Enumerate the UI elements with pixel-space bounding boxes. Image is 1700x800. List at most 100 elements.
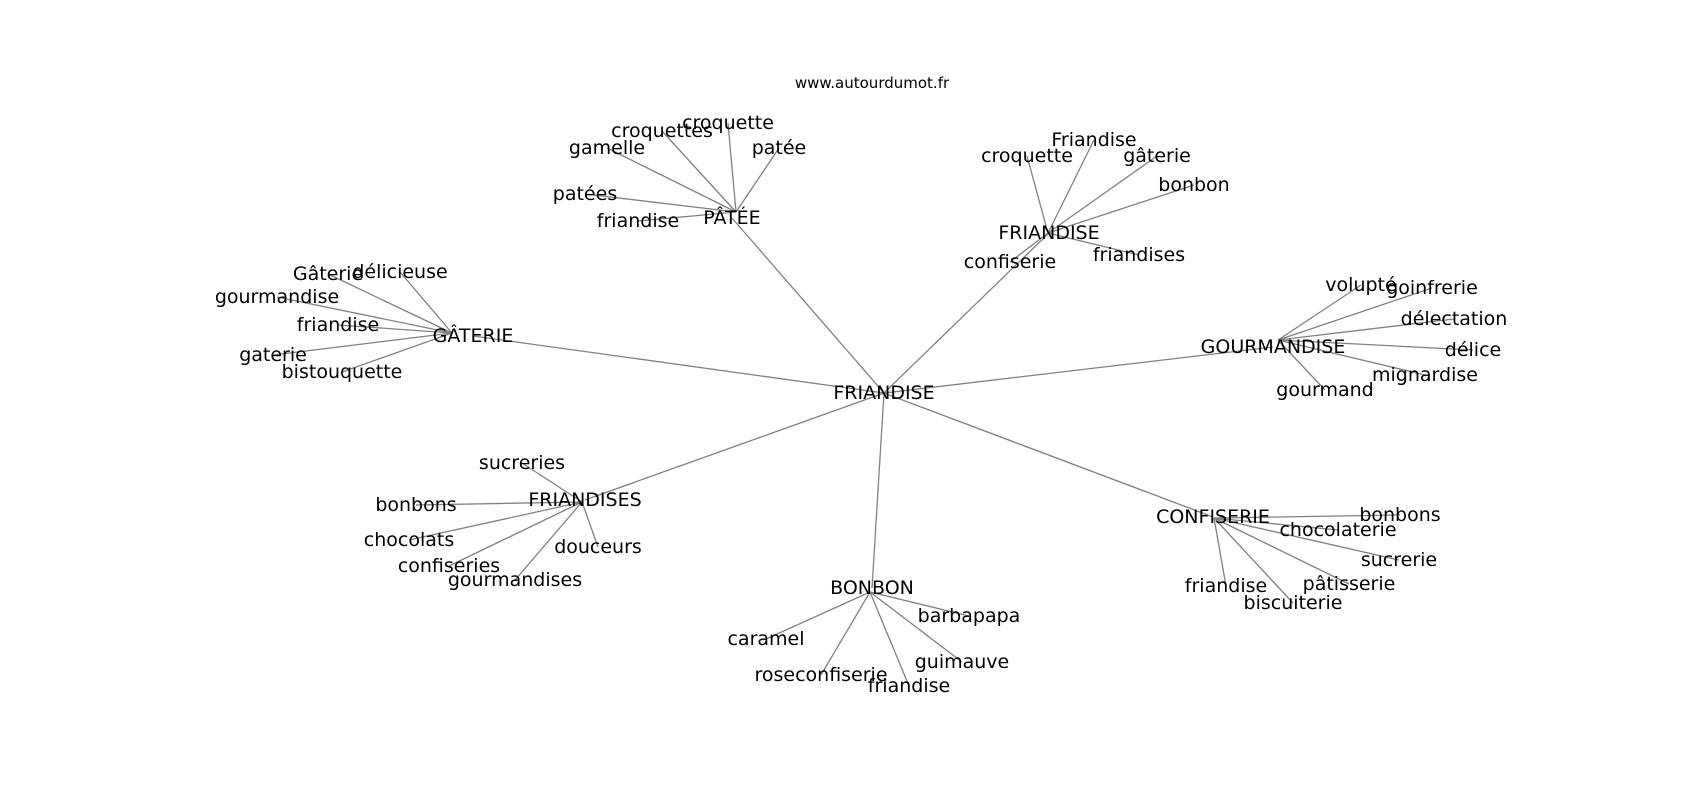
- edge-gourmandise-to-gourmand: [1277, 339, 1326, 391]
- leaf-node-delectation: délectation: [1401, 308, 1508, 330]
- leaf-node-volupte: volupté: [1325, 274, 1396, 296]
- edge-friandise-to-friandise: [1047, 139, 1095, 234]
- leaf-node-patee: patée: [752, 137, 807, 159]
- edge-friandise-to-gaterie: [1047, 155, 1158, 234]
- edge-friandise-to-bonbon: [1047, 184, 1195, 234]
- edge-friandise-to-croquette: [1026, 155, 1049, 234]
- edge-friandises-to-gourmandises: [514, 501, 583, 581]
- leaf-node-gourmandises: gourmandises: [448, 569, 582, 591]
- edge-gaterie-to-gaterie: [272, 332, 453, 356]
- edge-patee-to-croquettes: [661, 130, 737, 213]
- leaf-node-roseconfiserie: roseconfiserie: [754, 664, 887, 686]
- edge-gaterie-to-delicieuse: [399, 271, 453, 334]
- edge-gaterie-to-bistouquette: [341, 332, 453, 373]
- edge-bonbon-to-barbapapa: [869, 591, 970, 617]
- edge-friandises-to-bonbons: [415, 501, 583, 506]
- leaf-node-sucreries: sucreries: [479, 452, 565, 474]
- leaf-node-gourmandise: gourmandise: [215, 286, 339, 308]
- edge-gaterie-to-gaterie: [327, 273, 453, 334]
- edge-bonbon-to-guimauve: [869, 591, 963, 663]
- leaf-node-delice: délice: [1445, 339, 1501, 361]
- graph-edges: [272, 122, 1474, 687]
- edge-root-to-gourmandise: [883, 346, 1274, 394]
- leaf-node-guimauve: guimauve: [915, 651, 1010, 673]
- edge-friandises-to-confiseries: [448, 501, 583, 567]
- leaf-node-bonbon: bonbon: [1158, 174, 1229, 196]
- leaf-node-confiseries: confiseries: [398, 555, 500, 577]
- edge-root-to-bonbon: [871, 392, 885, 589]
- edge-friandise-to-confiserie: [1009, 232, 1049, 263]
- leaf-node-croquette: croquette: [981, 145, 1073, 167]
- hub-node-friandise: FRIANDISE: [998, 222, 1099, 244]
- edge-patee-to-gamelle: [606, 147, 737, 213]
- leaf-node-gaterie: gaterie: [239, 344, 307, 366]
- edge-bonbon-to-roseconfiserie: [820, 591, 871, 676]
- edge-confiserie-to-biscuiterie: [1213, 517, 1294, 604]
- edge-root-to-friandise: [883, 232, 1050, 394]
- edge-gourmandise-to-delice: [1277, 339, 1474, 351]
- leaf-node-chocolats: chocolats: [364, 529, 454, 551]
- leaf-node-bonbons: bonbons: [375, 494, 456, 516]
- leaf-node-friandises: friandises: [1093, 244, 1185, 266]
- source-watermark: www.autourdumot.fr: [795, 74, 950, 92]
- graph-labels: FRIANDISEPÂTÉEcroquettecroquettesgamelle…: [215, 112, 1507, 697]
- leaf-node-chocolaterie: chocolaterie: [1279, 519, 1396, 541]
- edge-patee-to-patees: [584, 193, 737, 213]
- edge-confiserie-to-friandise: [1213, 517, 1227, 587]
- leaf-node-bistouquette: bistouquette: [282, 361, 403, 383]
- leaf-node-caramel: caramel: [727, 628, 804, 650]
- leaf-node-douceurs: douceurs: [554, 536, 642, 558]
- edge-gaterie-to-gourmandise: [276, 296, 453, 334]
- leaf-node-mignardise: mignardise: [1372, 364, 1478, 386]
- leaf-node-bonbons: bonbons: [1359, 504, 1440, 526]
- leaf-node-confiserie: confiserie: [964, 251, 1056, 273]
- leaf-node-friandise: friandise: [868, 675, 950, 697]
- edge-gourmandise-to-mignardise: [1277, 339, 1426, 376]
- leaf-node-gourmand: gourmand: [1276, 379, 1373, 401]
- edge-patee-to-patee: [735, 147, 780, 213]
- edge-gaterie-to-friandise: [337, 324, 453, 334]
- edge-friandises-to-chocolats: [408, 501, 583, 541]
- leaf-node-friandise: friandise: [597, 210, 679, 232]
- edge-gourmandise-to-volupte: [1277, 284, 1362, 341]
- leaf-node-croquettes: croquettes: [611, 120, 713, 142]
- leaf-node-patisserie: pâtisserie: [1303, 573, 1396, 595]
- hub-node-patee: PÂTÉE: [703, 206, 760, 229]
- hub-node-gourmandise: GOURMANDISE: [1201, 336, 1346, 358]
- leaf-node-friandise: friandise: [297, 314, 379, 336]
- leaf-node-patees: patées: [553, 183, 617, 205]
- edge-confiserie-to-chocolaterie: [1213, 517, 1339, 531]
- edge-root-to-patee: [731, 217, 885, 394]
- edge-gourmandise-to-delectation: [1277, 318, 1455, 341]
- leaf-node-croquette: croquette: [682, 112, 774, 134]
- edge-confiserie-to-sucrerie: [1213, 517, 1400, 561]
- edge-root-to-gaterie: [472, 335, 885, 394]
- leaf-node-gaterie: Gâterie: [293, 263, 363, 285]
- leaf-node-barbapapa: barbapapa: [918, 605, 1021, 627]
- edge-friandises-to-sucreries: [521, 462, 583, 503]
- leaf-node-gamelle: gamelle: [569, 137, 645, 159]
- leaf-node-sucrerie: sucrerie: [1361, 549, 1437, 571]
- leaf-node-goinfrerie: goinfrerie: [1386, 277, 1478, 299]
- edge-gourmandise-to-goinfrerie: [1277, 287, 1433, 341]
- leaf-node-friandise: Friandise: [1051, 129, 1136, 151]
- hub-node-friandises: FRIANDISES: [528, 489, 641, 511]
- edge-bonbon-to-friandise: [869, 591, 910, 687]
- edge-patee-to-croquette: [727, 122, 737, 213]
- leaf-node-gaterie: gâterie: [1123, 145, 1191, 167]
- edge-root-to-confiserie: [883, 392, 1214, 518]
- root-node-label: FRIANDISE: [833, 382, 934, 404]
- leaf-node-biscuiterie: biscuiterie: [1244, 592, 1343, 614]
- leaf-node-delicieuse: délicieuse: [352, 261, 447, 283]
- edge-bonbon-to-caramel: [765, 591, 871, 640]
- hub-node-bonbon: BONBON: [830, 577, 914, 599]
- edge-patee-to-friandise: [637, 211, 737, 222]
- edge-friandises-to-douceurs: [581, 501, 599, 548]
- edge-confiserie-to-patisserie: [1213, 517, 1350, 585]
- hub-node-gaterie: GÂTERIE: [433, 324, 514, 347]
- edge-root-to-friandises: [584, 392, 885, 501]
- leaf-node-friandise: friandise: [1185, 575, 1267, 597]
- edge-friandise-to-friandises: [1047, 232, 1140, 256]
- edge-confiserie-to-bonbons: [1213, 514, 1401, 519]
